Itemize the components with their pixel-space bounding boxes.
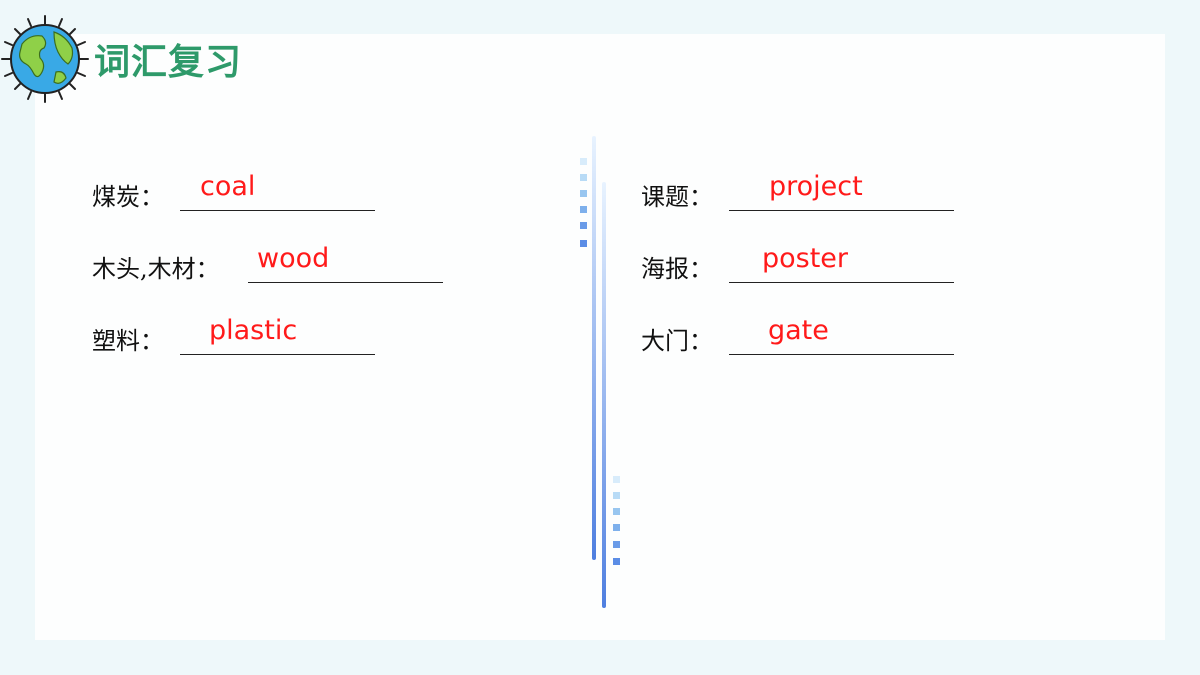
vocab-answer: wood bbox=[257, 243, 330, 274]
page-title: 词汇复习 bbox=[94, 42, 243, 83]
answer-blank bbox=[729, 210, 954, 211]
vocab-label: 塑料： bbox=[92, 327, 164, 355]
divider-line-left bbox=[592, 136, 596, 560]
vocab-answer: plastic bbox=[209, 315, 298, 346]
vocab-label: 海报： bbox=[641, 255, 713, 283]
vocab-row-gate: 大门： gate bbox=[641, 306, 961, 356]
vocab-answer: project bbox=[769, 171, 863, 202]
vocab-label: 大门： bbox=[641, 327, 713, 355]
vocab-answer: poster bbox=[762, 243, 849, 274]
vocab-label: 木头,木材： bbox=[92, 255, 220, 283]
vocab-row-wood: 木头,木材： wood bbox=[92, 234, 452, 284]
answer-blank bbox=[248, 282, 443, 283]
slide-card bbox=[35, 34, 1165, 640]
vocab-answer: gate bbox=[768, 315, 829, 346]
globe-icon bbox=[1, 15, 89, 103]
answer-blank bbox=[180, 210, 375, 211]
divider-line-right bbox=[602, 182, 606, 608]
answer-blank bbox=[729, 282, 954, 283]
vocab-label: 课题： bbox=[641, 183, 713, 211]
vocab-row-coal: 煤炭： coal bbox=[92, 162, 392, 212]
vocab-answer: coal bbox=[200, 171, 256, 202]
vocab-row-plastic: 塑料： plastic bbox=[92, 306, 392, 356]
vocab-row-poster: 海报： poster bbox=[641, 234, 961, 284]
answer-blank bbox=[729, 354, 954, 355]
answer-blank bbox=[180, 354, 375, 355]
vocab-label: 煤炭： bbox=[92, 183, 164, 211]
vocab-row-project: 课题： project bbox=[641, 162, 961, 212]
